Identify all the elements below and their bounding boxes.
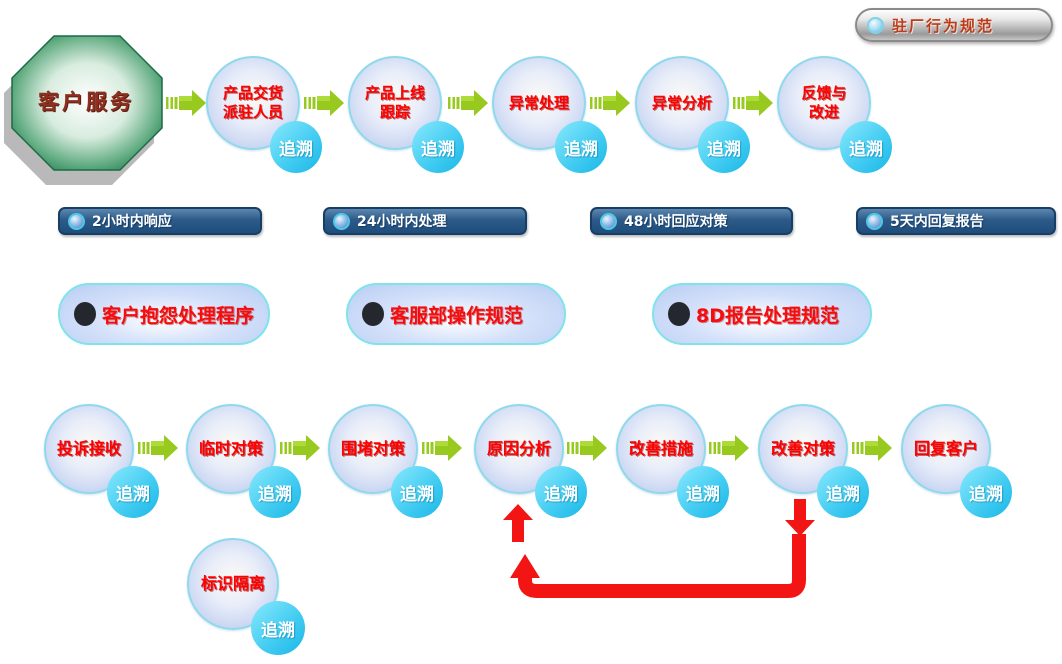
start-label: 客户服务 xyxy=(38,90,134,114)
bullet-dot-icon xyxy=(668,302,690,326)
trace-badge: 追溯 xyxy=(251,601,305,655)
bullet-dot-icon xyxy=(362,302,384,326)
green-arrow-icon xyxy=(709,435,749,461)
sla-bar-2h: 2小时内响应 xyxy=(58,207,262,235)
doc-pill-complaint-procedure: 客户抱怨处理程序 xyxy=(58,283,270,345)
green-arrow-icon xyxy=(567,435,607,461)
trace-badge: 追溯 xyxy=(107,466,159,518)
sla-bar-48h: 48小时回应对策 xyxy=(590,207,793,235)
red-up-arrow-icon xyxy=(503,504,533,542)
sla-bar-24h: 24小时内处理 xyxy=(323,207,527,235)
green-arrow-icon xyxy=(304,90,344,116)
doc-pill-8d-report: 8D报告处理规范 xyxy=(652,283,872,345)
trace-badge: 追溯 xyxy=(698,121,750,173)
trace-badge: 追溯 xyxy=(840,121,892,173)
start-octagon: 客户服务 xyxy=(2,28,178,186)
green-arrow-icon xyxy=(448,90,488,116)
trace-badge: 追溯 xyxy=(677,466,729,518)
doc-pill-service-spec: 客服部操作规范 xyxy=(346,283,566,345)
green-arrow-icon xyxy=(852,435,892,461)
trace-badge: 追溯 xyxy=(249,466,301,518)
bullet-dot-icon xyxy=(74,302,96,326)
trace-badge: 追溯 xyxy=(817,466,869,518)
bullet-sphere-icon xyxy=(333,212,350,230)
bullet-sphere-icon xyxy=(68,212,85,230)
green-arrow-icon xyxy=(422,435,462,461)
octagon-shape-icon xyxy=(4,35,163,185)
sla-bar-5d: 5天内回复报告 xyxy=(856,207,1056,235)
trace-badge: 追溯 xyxy=(412,121,464,173)
green-arrow-icon xyxy=(138,435,178,461)
resident-rules-badge: 驻厂行为规范 xyxy=(855,8,1053,42)
trace-badge: 追溯 xyxy=(960,466,1012,518)
bullet-sphere-icon xyxy=(867,16,884,34)
red-down-arrow-icon xyxy=(785,499,815,536)
trace-badge: 追溯 xyxy=(270,121,322,173)
flow-step-isolation: 标识隔离 xyxy=(187,538,279,630)
badge-label: 驻厂行为规范 xyxy=(892,16,995,35)
green-arrow-icon xyxy=(590,90,630,116)
flow-step-improve-measure: 改善措施 xyxy=(616,404,706,494)
feedback-connector xyxy=(510,534,806,598)
trace-badge: 追溯 xyxy=(535,466,587,518)
trace-badge: 追溯 xyxy=(391,466,443,518)
bullet-sphere-icon xyxy=(600,212,617,230)
green-arrow-icon xyxy=(166,90,206,116)
trace-badge: 追溯 xyxy=(555,121,607,173)
green-arrow-icon xyxy=(280,435,320,461)
green-arrow-icon xyxy=(733,90,773,116)
bullet-sphere-icon xyxy=(866,212,883,230)
